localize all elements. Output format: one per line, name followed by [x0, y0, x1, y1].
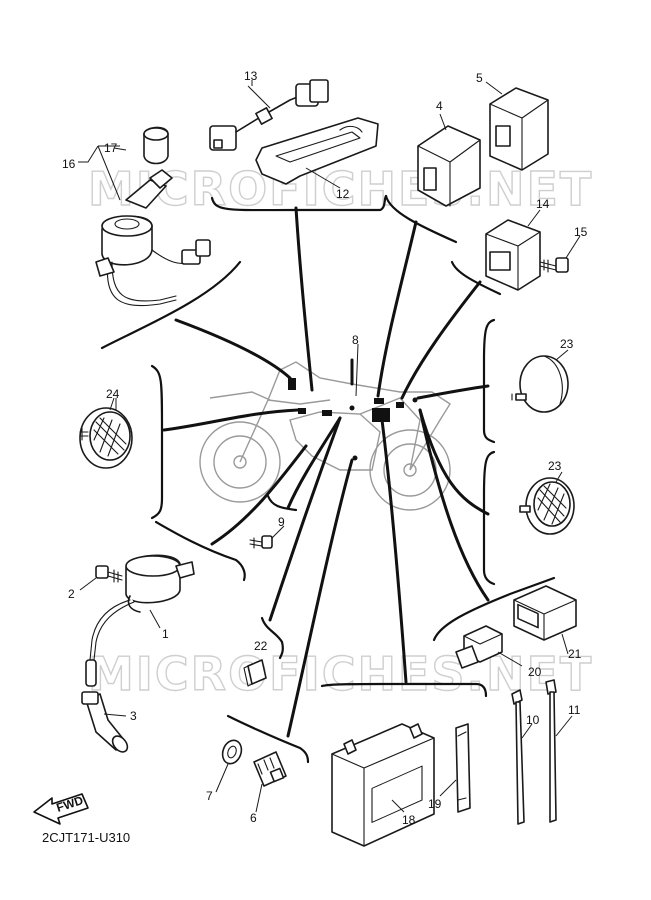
box-5 [485, 81, 549, 171]
callout-13: 13 [244, 69, 258, 83]
reflector-23-lower [519, 471, 575, 535]
bolt-15 [539, 235, 581, 273]
callout-11: 11 [568, 703, 581, 717]
watermark-top: MICROFICHES.NET [88, 162, 593, 216]
callout-15: 15 [574, 225, 588, 239]
cable-tie-11 [545, 679, 573, 823]
neutral-switch-6 [253, 751, 287, 813]
callout-6: 6 [250, 811, 257, 825]
callout-7: 7 [206, 789, 213, 803]
coupler-21 [513, 585, 577, 655]
reflector-23-upper [511, 349, 569, 413]
callout-12: 12 [336, 187, 350, 201]
callout-17: 17 [104, 141, 118, 155]
callout-1: 1 [162, 627, 169, 641]
washer-7 [215, 739, 243, 793]
ignition-coil-1 [85, 554, 195, 687]
motorcycle-outline [199, 361, 451, 511]
callout-23-upper: 23 [560, 337, 574, 351]
watermark-bottom: MICROFICHES.NET [88, 647, 593, 701]
callout-21: 21 [568, 647, 582, 661]
callout-numbers: 1 2 3 4 5 6 7 8 9 10 11 12 13 14 15 16 1… [62, 69, 588, 827]
callout-5: 5 [476, 71, 483, 85]
callout-leaders [113, 80, 359, 410]
connector-22 [243, 659, 267, 687]
relay-14 [485, 209, 541, 291]
callout-24: 24 [106, 387, 120, 401]
plug-cap-3 [81, 691, 129, 753]
callout-10: 10 [526, 713, 540, 727]
group-brackets [100, 194, 556, 764]
key-cap-17 [98, 126, 169, 165]
callout-2: 2 [68, 587, 75, 601]
diagram-code: 2CJT171-U310 [42, 830, 130, 845]
callout-8: 8 [352, 333, 359, 347]
callout-3: 3 [130, 709, 137, 723]
screw-9 [249, 525, 285, 549]
bolt-2 [79, 565, 123, 591]
callout-16: 16 [62, 157, 76, 171]
battery-band-19 [439, 723, 471, 813]
relay-unit-4 [417, 113, 481, 207]
fwd-arrow-icon: FWD [33, 793, 89, 825]
wiring-leads [162, 206, 490, 738]
callout-22: 22 [254, 639, 268, 653]
rear-light-24 [79, 397, 133, 469]
callout-4: 4 [436, 99, 443, 113]
callout-23-lower: 23 [548, 459, 562, 473]
sub-harness-13 [209, 79, 329, 151]
cover-12 [255, 117, 379, 189]
callout-19: 19 [428, 797, 442, 811]
main-switch-16 [78, 145, 211, 307]
cable-tie-10 [511, 689, 533, 825]
harness-connectors [288, 378, 418, 461]
callout-18: 18 [402, 813, 416, 827]
callout-9: 9 [278, 515, 285, 529]
callout-14: 14 [536, 197, 550, 211]
battery-18 [331, 723, 435, 847]
coupler-20 [455, 625, 523, 669]
callout-20: 20 [528, 665, 542, 679]
